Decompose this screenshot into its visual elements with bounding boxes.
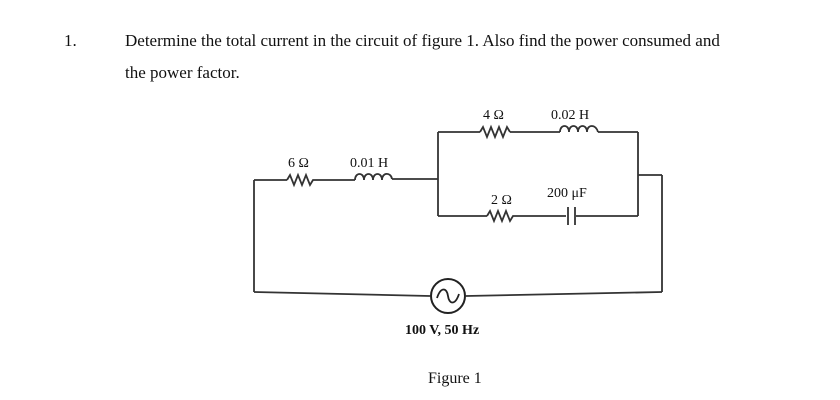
- inductor-0-01-h: [354, 172, 393, 181]
- resistor-2-ohm: [486, 208, 515, 224]
- label-200-uf: 200 μF: [547, 186, 587, 201]
- question-text-line-1: Determine the total current in the circu…: [125, 31, 720, 50]
- question-text-line-2: the power factor.: [125, 63, 240, 82]
- resistor-6-ohm: [286, 172, 315, 188]
- label-4-ohm: 4 Ω: [483, 108, 504, 123]
- main-wires: [253, 174, 663, 297]
- question-number: 1.: [64, 31, 77, 50]
- ac-source-icon: [430, 278, 466, 314]
- inductor-0-02-h: [559, 125, 599, 133]
- label-2-ohm: 2 Ω: [491, 193, 512, 208]
- label-0-02-h: 0.02 H: [551, 108, 589, 123]
- label-6-ohm: 6 Ω: [288, 156, 309, 171]
- label-0-01-h: 0.01 H: [350, 156, 388, 171]
- label-source: 100 V, 50 Hz: [405, 323, 479, 338]
- capacitor-200-uf: [567, 207, 576, 225]
- figure-caption: Figure 1: [428, 370, 482, 387]
- resistor-4-ohm: [479, 124, 511, 140]
- parallel-wires: [437, 131, 639, 217]
